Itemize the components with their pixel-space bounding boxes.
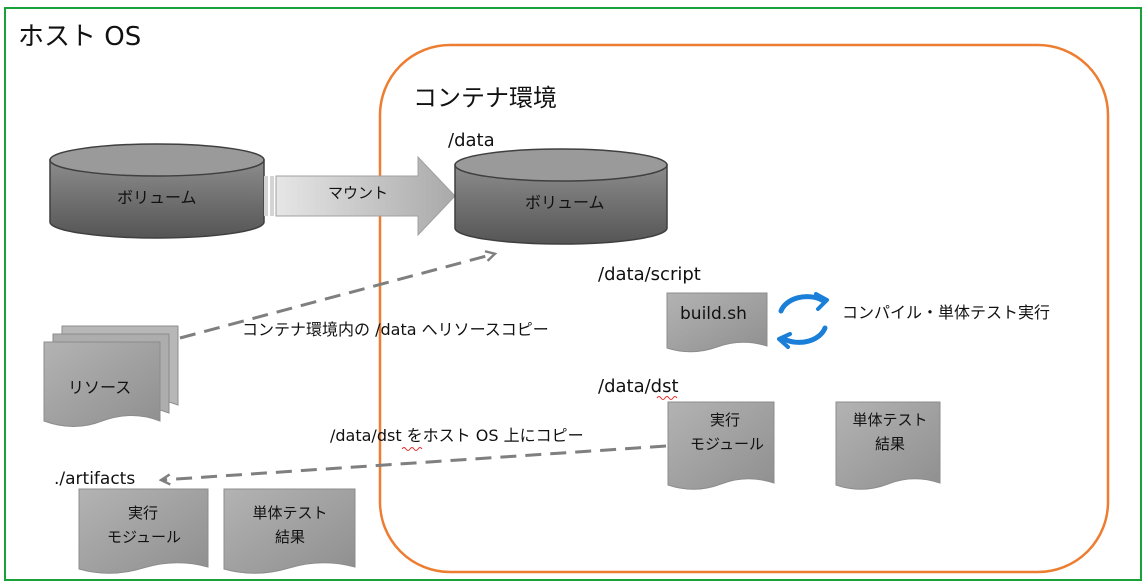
host-volume-cylinder	[49, 143, 265, 239]
copy-out-label: /data/dst をホスト OS 上にコピー	[330, 426, 584, 445]
build-sh-label: build.sh	[680, 304, 747, 324]
copy-in-dashed-arrow	[179, 254, 494, 340]
artifacts-module-doc-shape	[78, 488, 209, 574]
resources-doc-stack	[43, 325, 179, 427]
container-volume-cylinder	[454, 148, 668, 245]
dst-module-line2: モジュール	[690, 435, 764, 453]
copy-in-label: コンテナ環境内の /data へリソースコピー	[242, 320, 549, 339]
spellcheck-squiggle	[656, 396, 678, 400]
build-sh-doc-shape	[666, 292, 768, 353]
host-volume-label: ボリューム	[117, 188, 197, 207]
container-frame	[378, 43, 1110, 574]
dst-path: /data/dst	[598, 376, 679, 397]
artifacts-result-line1: 単体テスト	[252, 504, 328, 522]
resources-label: リソース	[68, 378, 132, 397]
mount-arrow	[264, 155, 456, 237]
spellcheck-squiggle-2	[401, 447, 423, 451]
artifacts-module-line2: モジュール	[107, 528, 181, 546]
script-path: /data/script	[598, 264, 701, 285]
dst-result-line1: 単体テスト	[852, 411, 928, 429]
artifacts-result-doc-shape	[223, 488, 356, 574]
container-env-title: コンテナ環境	[413, 84, 557, 112]
host-os-frame	[4, 7, 1142, 581]
container-module-doc-shape	[667, 401, 775, 490]
container-volume-label: ボリューム	[525, 193, 605, 212]
cycle-label: コンパイル・単体テスト実行	[842, 303, 1051, 322]
artifacts-result-line2: 結果	[274, 528, 305, 546]
container-result-doc-shape	[835, 401, 941, 490]
container-volume-path: /data	[448, 130, 495, 151]
mount-label: マウント	[328, 184, 389, 202]
dst-result-line2: 結果	[874, 435, 905, 453]
cycle-icon	[777, 292, 829, 349]
copy-out-dashed-arrow	[162, 444, 667, 480]
dst-module-line1: 実行	[709, 411, 740, 429]
artifacts-module-line1: 実行	[127, 504, 158, 522]
host-os-title: ホスト OS	[18, 22, 142, 52]
artifacts-path: ./artifacts	[54, 469, 136, 489]
